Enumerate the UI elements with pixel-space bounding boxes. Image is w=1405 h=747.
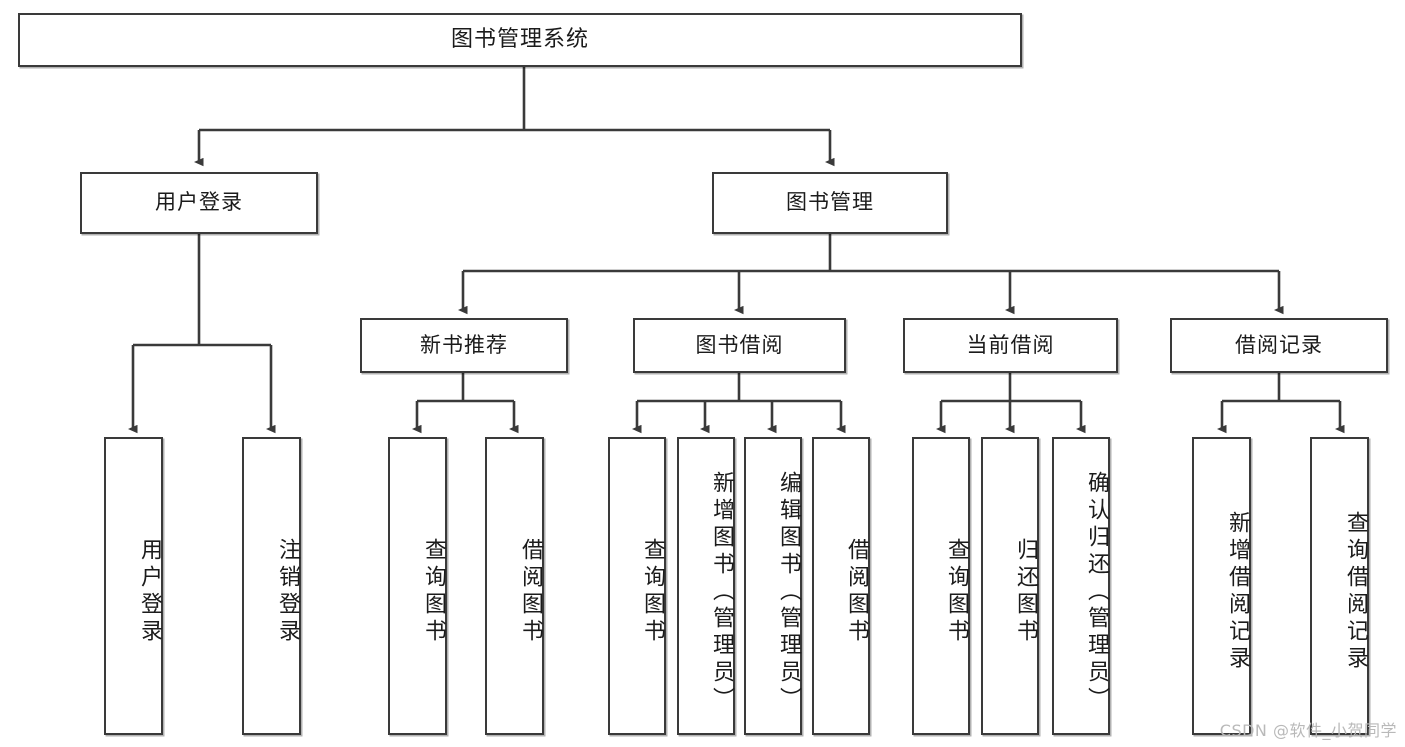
node-current-borrow-label: 当前借阅	[966, 332, 1055, 357]
leaf-borrow-record-query[interactable]: 查询借阅记录	[1310, 437, 1369, 735]
leaf-user-login-signout[interactable]: 注销登录	[242, 437, 301, 735]
watermark: CSDN @软件_小贺同学	[1219, 721, 1397, 740]
node-book-management[interactable]: 图书管理	[712, 172, 948, 234]
leaf-borrow-record-add[interactable]: 新增借阅记录	[1192, 437, 1251, 735]
node-book-borrow-label: 图书借阅	[695, 332, 784, 357]
leaf-label: 借阅图书	[844, 538, 869, 646]
leaf-label: 查询借阅记录	[1343, 511, 1368, 673]
leaf-label: 新增图书（管理员）	[709, 470, 734, 714]
leaf-book-borrow-query[interactable]: 查询图书	[608, 437, 666, 735]
leaf-label: 新增借阅记录	[1225, 511, 1250, 673]
leaf-new-book-query[interactable]: 查询图书	[388, 437, 447, 735]
node-root[interactable]: 图书管理系统	[18, 13, 1022, 67]
node-user-login[interactable]: 用户登录	[80, 172, 318, 234]
leaf-new-book-borrow[interactable]: 借阅图书	[485, 437, 544, 735]
node-book-management-label: 图书管理	[786, 190, 874, 215]
leaf-label: 借阅图书	[518, 538, 543, 646]
leaf-label: 用户登录	[137, 538, 162, 646]
leaf-book-borrow-lend[interactable]: 借阅图书	[812, 437, 870, 735]
leaf-label: 查询图书	[944, 538, 969, 646]
node-borrow-record[interactable]: 借阅记录	[1170, 318, 1388, 373]
leaf-label: 注销登录	[275, 538, 300, 646]
node-new-book-recommend[interactable]: 新书推荐	[360, 318, 568, 373]
node-user-login-label: 用户登录	[155, 190, 243, 215]
leaf-current-borrow-query[interactable]: 查询图书	[912, 437, 970, 735]
node-book-borrow[interactable]: 图书借阅	[633, 318, 846, 373]
node-borrow-record-label: 借阅记录	[1235, 332, 1323, 357]
leaf-user-login-signin[interactable]: 用户登录	[104, 437, 163, 735]
node-current-borrow[interactable]: 当前借阅	[903, 318, 1118, 373]
leaf-label: 查询图书	[640, 538, 665, 646]
node-root-label: 图书管理系统	[450, 26, 589, 52]
leaf-label: 查询图书	[421, 538, 446, 646]
node-new-book-recommend-label: 新书推荐	[420, 332, 508, 357]
leaf-label: 编辑图书（管理员）	[776, 470, 801, 714]
leaf-current-borrow-confirm[interactable]: 确认归还（管理员）	[1052, 437, 1110, 735]
leaf-book-borrow-edit[interactable]: 编辑图书（管理员）	[744, 437, 802, 735]
leaf-label: 归还图书	[1013, 538, 1038, 646]
leaf-current-borrow-return[interactable]: 归还图书	[981, 437, 1039, 735]
leaf-book-borrow-add[interactable]: 新增图书（管理员）	[677, 437, 735, 735]
leaf-label: 确认归还（管理员）	[1084, 470, 1109, 714]
